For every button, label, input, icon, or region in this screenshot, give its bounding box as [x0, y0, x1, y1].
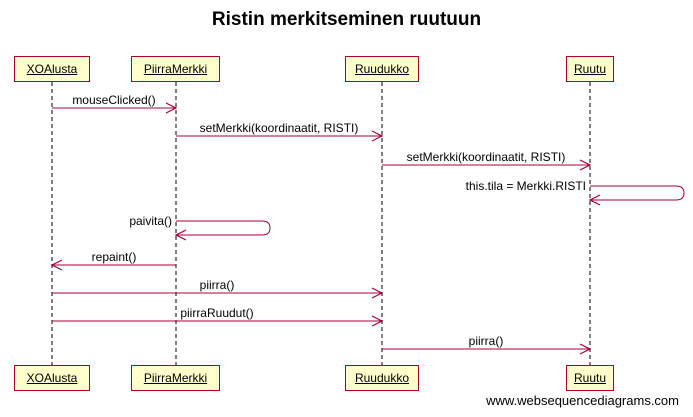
participant-ruudukko-top: Ruudukko [345, 56, 419, 82]
diagram-title: Ristin merkitseminen ruutuun [211, 9, 482, 30]
message-label: piirraRuudut() [180, 306, 253, 320]
message-5: paivita() [129, 214, 271, 241]
participant-xoalusta-bottom: XOAlusta [14, 365, 90, 391]
footer-credit: www.websequencediagrams.com [486, 393, 679, 408]
message-6: repaint() [50, 250, 176, 271]
message-label: paivita() [129, 214, 172, 228]
arrow-head [579, 343, 592, 355]
participant-piirramerkki-top: PiirraMerkki [131, 56, 220, 82]
message-1: mouseClicked() [52, 93, 178, 114]
arrow-head [371, 287, 384, 299]
message-label: mouseClicked() [72, 93, 155, 107]
message-4: this.tila = Merkki.RISTI [466, 179, 685, 206]
message-label: repaint() [92, 250, 137, 264]
message-label: setMerkki(koordinaatit, RISTI) [200, 121, 359, 135]
participant-ruutu-top: Ruutu [566, 56, 614, 82]
message-label: this.tila = Merkki.RISTI [466, 179, 586, 193]
participant-xoalusta-top: XOAlusta [14, 56, 90, 82]
arrow-head [371, 315, 384, 327]
arrow-head [588, 194, 601, 206]
self-message-line [590, 185, 685, 201]
participant-piirramerkki-bottom: PiirraMerkki [131, 365, 220, 391]
message-8: piirraRuudut() [52, 306, 384, 327]
message-9: piirra() [382, 334, 592, 355]
message-2: setMerkki(koordinaatit, RISTI) [176, 121, 384, 142]
arrow-head [371, 130, 384, 142]
arrow-head [50, 259, 63, 271]
message-3: setMerkki(koordinaatit, RISTI) [382, 150, 592, 171]
message-7: piirra() [52, 278, 384, 299]
participant-ruutu-bottom: Ruutu [566, 365, 614, 391]
message-label: piirra() [200, 278, 235, 292]
arrow-head [579, 159, 592, 171]
arrow-head [174, 229, 187, 241]
arrow-head [165, 102, 178, 114]
self-message-line [176, 220, 271, 236]
participant-ruudukko-bottom: Ruudukko [345, 365, 419, 391]
message-label: setMerkki(koordinaatit, RISTI) [407, 150, 566, 164]
message-label: piirra() [469, 334, 504, 348]
